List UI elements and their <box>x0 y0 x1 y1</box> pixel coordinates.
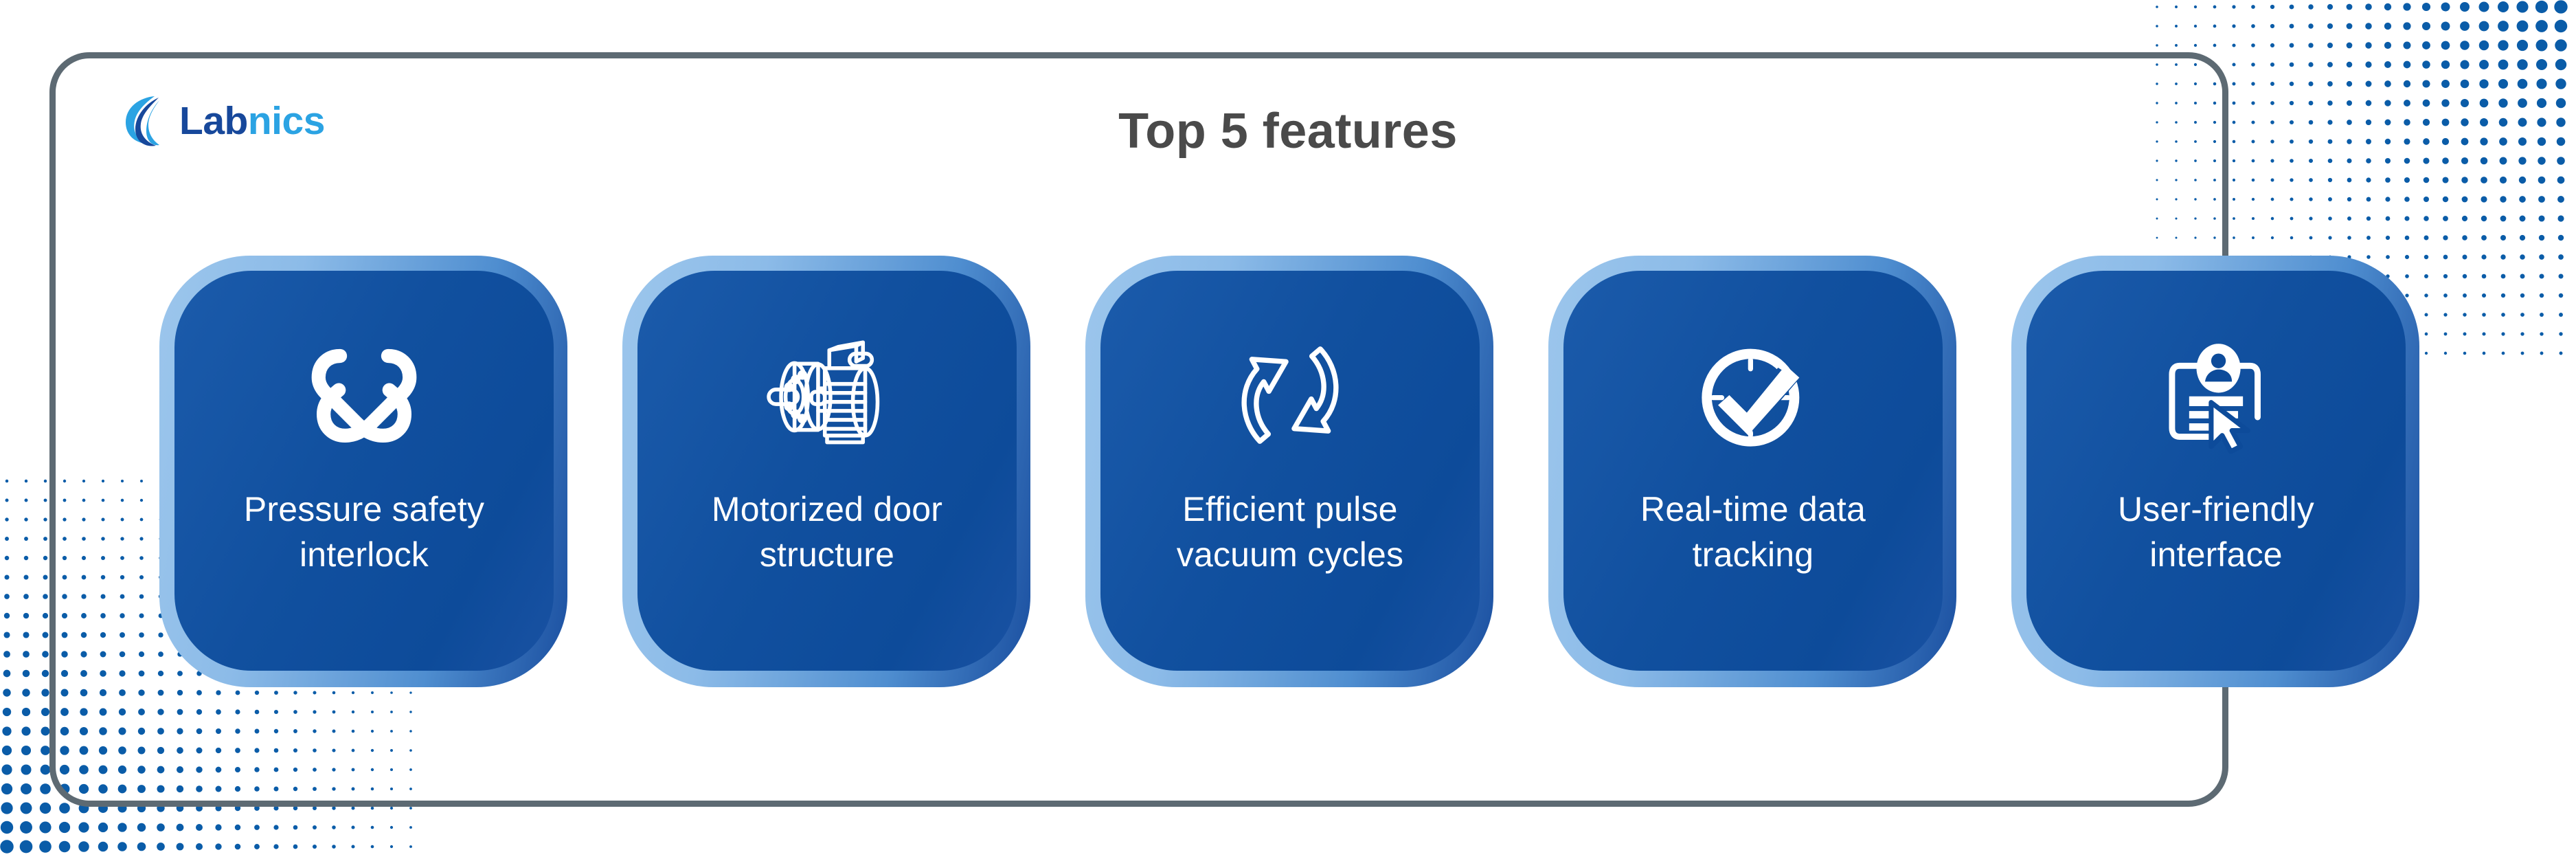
feature-label-line1: User-friendly <box>2118 490 2314 528</box>
user-card-cursor-icon <box>2147 330 2285 460</box>
feature-card-label: Pressure safety interlock <box>219 487 509 577</box>
feature-card-label: Efficient pulse vacuum cycles <box>1152 487 1428 577</box>
clock-check-icon <box>1684 330 1822 460</box>
page-title: Top 5 features <box>1118 104 1458 159</box>
feature-label-line2: interface <box>2149 535 2283 574</box>
feature-card-user-friendly-interface[interactable]: User-friendly interface <box>2011 256 2419 687</box>
brand-name-dark: Lab <box>179 98 248 143</box>
feature-card-efficient-pulse-vacuum-cycles[interactable]: Efficient pulse vacuum cycles <box>1085 256 1493 687</box>
feature-label-line1: Efficient pulse <box>1182 490 1398 528</box>
feature-card-real-time-data-tracking[interactable]: Real-time data tracking <box>1548 256 1956 687</box>
feature-card-body: Motorized door structure <box>637 271 1017 671</box>
feature-card-row: Pressure safety interlock <box>159 256 2474 687</box>
brand-name: Labnics <box>179 98 326 143</box>
brand-logo: Labnics <box>120 93 325 148</box>
feature-card-body: Real-time data tracking <box>1563 271 1943 671</box>
labnics-swoosh-icon <box>126 96 159 146</box>
electric-motor-icon <box>758 330 896 460</box>
feature-card-body: User-friendly interface <box>2026 271 2406 671</box>
cycle-arrows-icon <box>1221 330 1359 460</box>
feature-label-line1: Motorized door <box>711 490 943 528</box>
feature-label-line1: Pressure safety <box>243 490 485 528</box>
feature-card-motorized-door-structure[interactable]: Motorized door structure <box>622 256 1030 687</box>
feature-card-label: Real-time data tracking <box>1616 487 1890 577</box>
interlocking-knot-icon <box>295 330 433 460</box>
feature-card-body: Pressure safety interlock <box>174 271 554 671</box>
feature-card-label: User-friendly interface <box>2093 487 2339 577</box>
feature-label-line2: tracking <box>1692 535 1814 574</box>
feature-card-body: Efficient pulse vacuum cycles <box>1100 271 1480 671</box>
brand-name-light: nics <box>247 98 326 143</box>
feature-label-line2: vacuum cycles <box>1176 535 1404 574</box>
feature-label-line2: structure <box>759 535 895 574</box>
feature-card-label: Motorized door structure <box>687 487 967 577</box>
feature-label-line1: Real-time data <box>1640 490 1866 528</box>
feature-card-pressure-safety-interlock[interactable]: Pressure safety interlock <box>159 256 567 687</box>
feature-label-line2: interlock <box>300 535 429 574</box>
